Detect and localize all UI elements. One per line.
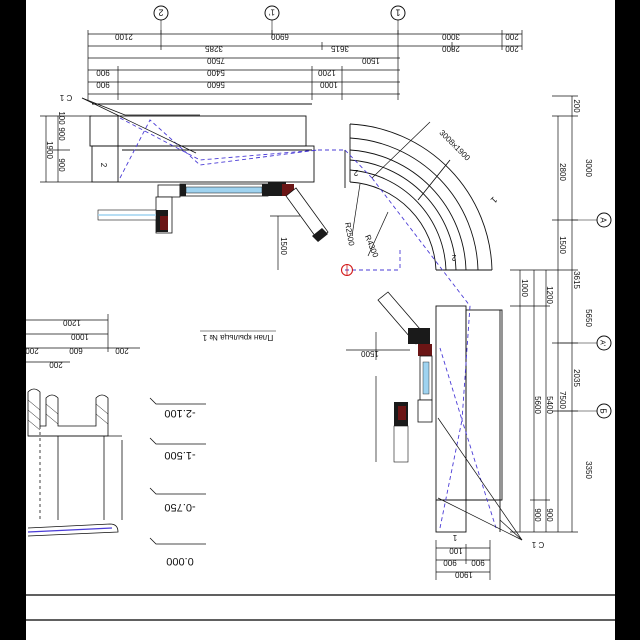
dimension-text: 900 (545, 508, 554, 522)
dimension-text: 900 (533, 508, 542, 522)
dimension-text: 900 (443, 558, 457, 567)
dimension-text: 200 (505, 32, 519, 41)
stair-label: 1 (452, 533, 457, 542)
left-fragment-section (27, 388, 123, 537)
curved-stair (344, 123, 493, 271)
elevation-text: -0.750 (164, 501, 195, 513)
left-vertical-texts: 1900 900 900 100 (45, 111, 66, 172)
upper-wall (97, 182, 329, 242)
top-dimension-lines (87, 30, 523, 100)
dimension-text: 100 (449, 546, 463, 555)
axis-label: Б (599, 408, 608, 413)
axis-bubbles-right: А А' Б (560, 212, 612, 419)
lower-platform (435, 305, 503, 533)
axis-label: А' (599, 340, 606, 346)
dimension-text: 3000 (442, 32, 460, 41)
dimension-text: 7500 (207, 56, 225, 65)
section-mark: С 1 (59, 93, 72, 102)
dimension-text: 5400 (207, 68, 225, 77)
dimension-text: 100 (57, 111, 66, 125)
right-dimension-texts: 200 3000 3615 5650 3350 2800 1500 2035 7… (520, 99, 593, 522)
dimension-text: 3350 (584, 461, 593, 479)
dimension-text: 5650 (584, 309, 593, 327)
radius-text: R2500 (343, 222, 356, 247)
dimension-text: 900 (96, 80, 110, 89)
sheet-background (26, 0, 615, 640)
axis-bubbles-top: 2 1' 1 (153, 5, 406, 34)
dimension-text: 5400 (545, 396, 554, 414)
elevation-text: 0.000 (166, 555, 194, 567)
dimension-text: 600 (69, 346, 83, 355)
dimension-text: 5600 (533, 396, 542, 414)
stair-label: 2 (99, 163, 108, 168)
elevation-text: -1.500 (164, 449, 195, 461)
upper-platform (89, 103, 315, 183)
elevation-text: -2.100 (164, 407, 195, 419)
dimension-text: 2800 (442, 44, 460, 53)
axis-label: 1' (269, 8, 275, 17)
dimension-text: 1900 (45, 141, 54, 159)
bottom-dimension-texts: 100 900 900 1900 (443, 546, 485, 579)
dimension-text: 3615 (572, 271, 581, 289)
dimension-text: 1900 (455, 570, 473, 579)
left-fragment-texts: 1200 1000 200 600 200 200 (25, 318, 129, 369)
dimension-text: 200 (505, 44, 519, 53)
dimension-text: 3615 (331, 44, 349, 53)
dimension-text: 900 (57, 158, 66, 172)
stair-hidden-lines (344, 149, 471, 307)
elevation-marks (149, 397, 206, 545)
dimension-text: 1000 (71, 332, 89, 341)
dimension-text: 1200 (318, 68, 336, 77)
dimension-text: 200 (49, 360, 63, 369)
lower-wall (346, 291, 433, 463)
upper-diagonals (81, 97, 200, 154)
dimension-text: 900 (96, 68, 110, 77)
right-dimension-lines (510, 95, 578, 533)
bottom-dimension-lines (435, 540, 491, 580)
drawing-title: План крыльца № 1 (200, 330, 276, 342)
dimension-text: 3285 (205, 44, 223, 53)
window-glass (422, 361, 430, 395)
dimension-text: 1200 (545, 286, 554, 304)
stair-label: 2 (353, 168, 358, 177)
left-fragment-dimension-lines (26, 314, 140, 363)
lower-diagonals (437, 417, 523, 541)
dimension-text: 200 (25, 346, 39, 355)
dimension-text: 7500 (558, 391, 567, 409)
dimension-text: 1500 (362, 56, 380, 65)
lower-hidden-lines (439, 305, 497, 529)
stair-mark: 2 (99, 163, 108, 168)
axis-label: А (599, 217, 608, 223)
dimension-text: 1000 (320, 80, 338, 89)
dimension-text: 1000 (520, 279, 529, 297)
dimension-text: 900 (57, 127, 66, 141)
dimension-text: 1500 (279, 237, 288, 255)
section-label: С 1 (531, 540, 544, 549)
dimension-text: 200 (572, 99, 581, 113)
dimension-text: 2035 (572, 369, 581, 387)
title-text: План крыльца № 1 (202, 333, 273, 342)
dimension-text: 900 (471, 558, 485, 567)
axis-label: 2 (158, 8, 163, 18)
dimension-text: 3000 (584, 159, 593, 177)
dimension-text: 1500 (558, 236, 567, 254)
stair-label: 2 (451, 253, 456, 262)
elevation-texts: -2.100 -1.500 -0.750 0.000 (164, 407, 195, 567)
dimension-text: 2800 (558, 163, 567, 181)
stair-label: 1 (489, 195, 500, 206)
dimension-text: 1200 (63, 318, 81, 327)
window-glass (185, 186, 263, 194)
dimension-text: 6900 (271, 32, 289, 41)
dimension-text: 1500 (361, 349, 379, 358)
axis-label: 1 (395, 8, 400, 18)
top-dimension-texts: 200 3000 6900 2100 200 2800 3615 3285 15… (96, 32, 519, 89)
section-label: С 1 (59, 93, 72, 102)
dimension-text: 2100 (115, 32, 133, 41)
hatch (27, 399, 109, 431)
stair-radius-lines (351, 121, 431, 257)
left-vertical-dimensions (40, 115, 92, 183)
dimension-text: 200 (115, 346, 129, 355)
dimension-text: 5600 (207, 80, 225, 89)
